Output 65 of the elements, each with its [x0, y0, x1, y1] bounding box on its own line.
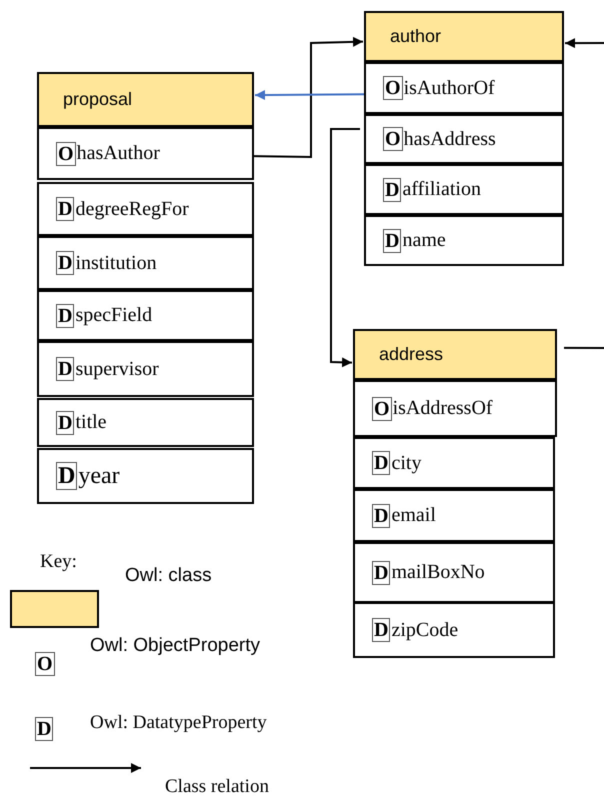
property-type-marker: D — [56, 357, 74, 381]
property-name: year — [78, 462, 120, 490]
property-row — [364, 215, 564, 266]
property-name: city — [391, 452, 422, 474]
property-row — [37, 127, 254, 180]
connector-arrow — [330, 128, 360, 368]
property-row — [353, 437, 555, 489]
property-type-marker: D — [56, 410, 74, 434]
property-row — [37, 182, 254, 236]
property-type-marker: D — [56, 462, 78, 490]
property-type-marker: O — [383, 127, 403, 151]
property-name: email — [391, 504, 436, 527]
legend-marker: D — [35, 717, 54, 741]
property-name: specField — [75, 304, 152, 327]
property-row — [37, 448, 254, 504]
property-type-marker: D — [383, 178, 402, 202]
property-type-marker: D — [56, 251, 74, 275]
property-name: institution — [75, 252, 157, 274]
property-type-marker: O — [383, 76, 403, 100]
key-heading: Key: — [40, 551, 77, 573]
property-name: isAuthorOf — [404, 76, 495, 100]
class-name: proposal — [63, 89, 132, 110]
property-row — [37, 341, 254, 397]
property-name: degreeRegFor — [75, 198, 189, 220]
property-row — [37, 398, 254, 447]
class-header — [37, 72, 254, 127]
property-row — [364, 164, 564, 215]
property-name: hasAddress — [404, 128, 496, 150]
legend-marker: O — [35, 652, 55, 676]
connector-arrow — [255, 90, 364, 100]
class-header — [364, 11, 564, 62]
property-name: hasAuthor — [76, 142, 160, 165]
legend-text: Owl: ObjectProperty — [90, 635, 260, 657]
property-name: isAddressOf — [392, 397, 493, 420]
property-name: name — [402, 229, 446, 252]
property-type-marker: D — [56, 197, 74, 221]
property-row — [364, 62, 564, 114]
property-name: affiliation — [402, 178, 481, 201]
legend-text: Owl: class — [125, 565, 212, 587]
property-name: supervisor — [75, 358, 159, 380]
class-header — [353, 329, 557, 380]
connector-arrow — [565, 38, 604, 48]
property-type-marker: D — [372, 618, 390, 642]
legend-text: Class relation — [165, 776, 269, 798]
property-row — [353, 542, 555, 603]
connector-arrow — [254, 36, 364, 158]
property-row — [353, 602, 555, 658]
property-type-marker: D — [372, 560, 390, 584]
legend-text: Owl: DatatypeProperty — [90, 712, 267, 734]
property-name: title — [75, 411, 107, 434]
property-row — [364, 114, 564, 164]
class-name: author — [390, 26, 442, 47]
property-name: mailBoxNo — [391, 561, 485, 584]
property-row — [353, 380, 557, 437]
property-name: zipCode — [391, 618, 458, 642]
property-type-marker: O — [372, 396, 392, 420]
property-row — [37, 236, 254, 290]
property-type-marker: D — [372, 451, 390, 475]
property-type-marker: O — [56, 142, 76, 166]
property-row — [353, 489, 555, 542]
class-name: address — [379, 344, 444, 365]
property-type-marker: D — [383, 228, 402, 252]
property-row — [37, 290, 254, 341]
property-type-marker: D — [56, 304, 74, 328]
property-type-marker: D — [372, 504, 390, 528]
